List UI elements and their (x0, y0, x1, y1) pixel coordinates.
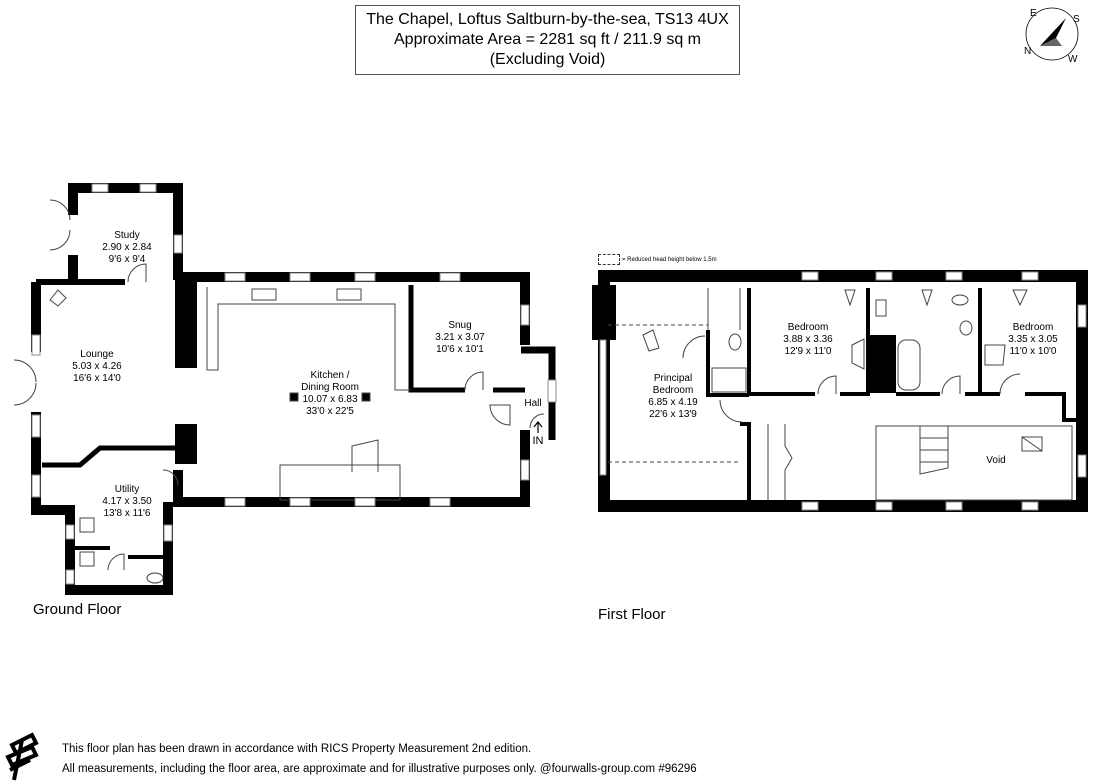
property-address: The Chapel, Loftus Saltburn-by-the-sea, … (366, 11, 729, 28)
room-imperial: 12'9 x 11'0 (784, 346, 832, 357)
room-bedroom-2: Bedroom 3.88 x 3.36 12'9 x 11'0 (783, 322, 832, 358)
room-principal-bedroom: Principal Bedroom 6.85 x 4.19 22'6 x 13'… (648, 373, 697, 421)
approximate-area: Approximate Area = 2281 sq ft / 211.9 sq… (394, 31, 701, 48)
first-floor-fittings (608, 288, 1073, 501)
room-hall: Hall (524, 398, 541, 410)
room-utility: Utility 4.17 x 3.50 13'8 x 11'6 (102, 484, 151, 520)
room-name: Bedroom (787, 322, 829, 333)
entrance-marker: IN (533, 435, 544, 447)
legend: = Reduced head height below 1.5m (598, 254, 717, 265)
arrow-up-icon (533, 421, 543, 433)
room-metric: 2.90 x 2.84 (102, 242, 152, 253)
compass-w: W (1068, 54, 1078, 65)
fourwalls-logo (5, 732, 39, 781)
room-metric: 3.88 x 3.36 (783, 334, 833, 345)
room-name: Bedroom (1012, 322, 1054, 333)
footer-disclaimer: All measurements, including the floor ar… (62, 763, 697, 775)
room-name: Lounge (80, 349, 114, 360)
title-box: The Chapel, Loftus Saltburn-by-the-sea, … (355, 5, 740, 75)
room-name: Study (114, 230, 140, 241)
room-name-2: Dining Room (301, 382, 359, 393)
room-lounge: Lounge 5.03 x 4.26 16'6 x 14'0 (72, 349, 121, 385)
ground-floor-fittings (13, 199, 545, 584)
footer-rics-note: This floor plan has been drawn in accord… (62, 743, 532, 755)
room-name: Hall (524, 398, 542, 409)
room-name: Kitchen / (310, 370, 350, 381)
room-name-2: Bedroom (652, 385, 694, 396)
compass-s: S (1073, 14, 1080, 25)
room-imperial: 22'6 x 13'9 (649, 409, 697, 420)
room-metric: 5.03 x 4.26 (72, 361, 122, 372)
room-snug: Snug 3.21 x 3.07 10'6 x 10'1 (435, 320, 484, 356)
room-name: Snug (448, 320, 472, 331)
room-imperial: 13'8 x 11'6 (103, 508, 151, 519)
compass-icon: E S N W (1024, 7, 1080, 65)
room-imperial: 11'0 x 10'0 (1009, 346, 1057, 357)
first-floor-label: First Floor (598, 606, 666, 623)
entrance-label: IN (532, 435, 544, 447)
room-metric: 10.07 x 6.83 (302, 394, 358, 405)
compass: E S N W (1018, 2, 1090, 66)
room-metric: 6.85 x 4.19 (648, 397, 698, 408)
room-metric: 4.17 x 3.50 (102, 496, 152, 507)
room-imperial: 33'0 x 22'5 (306, 406, 354, 417)
first-floor-internal (706, 288, 1076, 500)
compass-e: E (1030, 8, 1037, 19)
room-name: Void (986, 455, 1006, 466)
room-imperial: 9'6 x 9'4 (108, 254, 146, 265)
room-metric: 3.21 x 3.07 (435, 332, 485, 343)
room-name: Principal (653, 373, 693, 384)
ground-floor-windows (31, 183, 557, 585)
legend-text: = Reduced head height below 1.5m (622, 256, 717, 263)
room-imperial: 16'6 x 14'0 (73, 373, 121, 384)
room-study: Study 2.90 x 2.84 9'6 x 9'4 (102, 230, 151, 266)
ground-floor-walls (31, 183, 556, 595)
room-kitchen-dining: Kitchen / Dining Room 10.07 x 6.83 33'0 … (301, 370, 359, 418)
room-void: Void (986, 455, 1005, 467)
compass-n: N (1024, 46, 1031, 57)
room-bedroom-3: Bedroom 3.35 x 3.05 11'0 x 10'0 (1008, 322, 1057, 358)
room-name: Utility (114, 484, 140, 495)
area-note: (Excluding Void) (489, 51, 606, 68)
room-metric: 3.35 x 3.05 (1008, 334, 1058, 345)
ground-floor-label: Ground Floor (33, 601, 122, 618)
dashed-box-icon (598, 254, 620, 265)
first-floor-windows (599, 271, 1087, 511)
room-imperial: 10'6 x 10'1 (436, 344, 484, 355)
